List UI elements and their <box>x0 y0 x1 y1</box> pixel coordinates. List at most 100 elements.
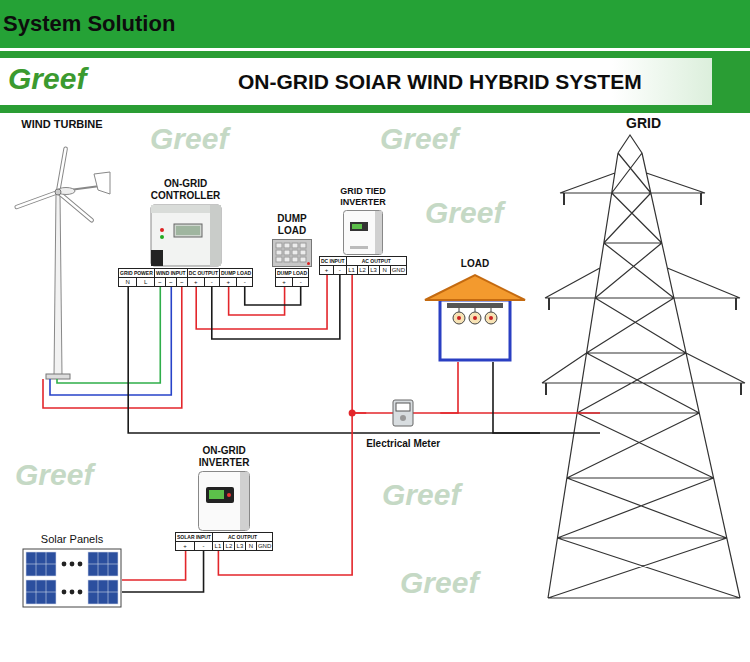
wire <box>128 287 540 433</box>
controller-drawing <box>210 205 221 266</box>
wind-turbine: WIND TURBINE <box>12 118 112 412</box>
terminal-label: - <box>205 278 219 286</box>
transmission-tower <box>540 432 600 434</box>
wind-turbine-drawing <box>17 149 92 221</box>
load-house <box>485 312 497 324</box>
watermark: Greef <box>15 458 93 492</box>
solar-panel-array <box>23 549 121 607</box>
component-label: WIND TURBINE <box>12 118 112 131</box>
component-label: GRID TIED INVERTER <box>327 186 399 208</box>
wind-turbine-drawing <box>43 379 112 408</box>
terminal-heading: DUMP LOAD <box>276 269 308 278</box>
dump-load-drawing <box>284 257 290 262</box>
wind-turbine-drawing <box>12 132 112 412</box>
controller-drawing <box>160 235 164 239</box>
wind-turbine-drawing <box>57 379 112 383</box>
meter-drawing <box>396 403 410 411</box>
transmission-tower <box>540 133 747 603</box>
solar-panels: Solar Panels <box>22 533 122 608</box>
dump-load-drawing <box>272 239 312 267</box>
load-house <box>423 272 527 362</box>
load-house <box>453 312 465 324</box>
dump-load-drawing <box>292 250 298 255</box>
load-house <box>440 300 510 360</box>
load-house <box>491 308 492 312</box>
load-house <box>457 316 461 320</box>
dump-load-drawing <box>292 257 298 262</box>
electrical-meter: Electrical Meter <box>366 398 440 450</box>
terminal-heading: DC INPUT <box>320 257 346 266</box>
dump-load-drawing <box>276 250 282 255</box>
inverter-drawing <box>350 246 368 249</box>
transmission-tower <box>542 135 745 598</box>
terminal-label: N <box>119 278 137 286</box>
component-label: GRID <box>540 115 747 132</box>
terminal-label: - <box>237 278 252 286</box>
inverter-drawing <box>343 210 382 254</box>
terminal-label: - <box>334 266 346 274</box>
controller-drawing <box>150 204 222 267</box>
terminal-group: SOLAR INPUT+- <box>176 533 213 550</box>
solar-panel-array <box>62 562 67 567</box>
terminal-label: L2 <box>224 542 235 550</box>
dump-load-drawing <box>284 243 290 248</box>
load-house <box>475 308 476 312</box>
terminal-row: +- <box>188 278 219 286</box>
inverter-drawing <box>352 224 362 229</box>
title-band <box>0 51 750 113</box>
grid-tied-inverter: GRID TIED INVERTER DC INPUT+-AC OUTPUTL1… <box>319 186 407 275</box>
watermark: Greef <box>380 122 458 156</box>
title-band <box>0 58 712 105</box>
terminal-group: AC OUTPUTL1L2L3NGND <box>347 257 406 274</box>
load-house: LOAD <box>423 258 527 362</box>
component-label: LOAD <box>461 258 489 270</box>
component-label: ON-GRID INVERTER <box>189 445 259 469</box>
inverter-drawing <box>350 222 368 231</box>
solar-panel-array <box>26 552 118 604</box>
controller-drawing <box>176 226 200 235</box>
wire <box>122 551 186 580</box>
dump-load-drawing <box>273 240 312 267</box>
terminal-label: + <box>276 278 293 286</box>
terminal-row: ~~~ <box>155 278 187 286</box>
terminal-heading: AC OUTPUT <box>347 257 406 266</box>
dump-load-drawing <box>276 257 282 262</box>
wind-turbine-drawing <box>55 189 61 195</box>
terminal-group: GRID POWERNL <box>119 269 155 286</box>
on-grid-inverter: ON-GRID INVERTER SOLAR INPUT+-AC OUTPUTL… <box>175 445 273 551</box>
dump-load-drawing <box>276 243 282 248</box>
terminal-label: N <box>380 266 391 274</box>
terminal-heading: DUMP LOAD <box>220 269 252 278</box>
load-house <box>453 308 497 324</box>
terminal-row: +- <box>176 542 212 550</box>
component-label: Solar Panels <box>41 533 103 546</box>
terminal-strip: DUMP LOAD+- <box>275 268 309 287</box>
wind-turbine-drawing <box>94 172 110 194</box>
inverter-drawing <box>199 472 250 531</box>
terminal-label: L <box>137 278 153 286</box>
terminal-strip: DC INPUT+-AC OUTPUTL1L2L3NGND <box>319 256 407 275</box>
inverter-drawing <box>206 487 234 503</box>
terminal-heading: WIND INPUT <box>155 269 187 278</box>
meter-drawing <box>393 400 413 426</box>
transmission-tower <box>540 412 600 414</box>
terminal-label: + <box>188 278 205 286</box>
inverter-drawing <box>343 210 383 255</box>
component-label: Electrical Meter <box>366 438 440 450</box>
terminal-label: + <box>320 266 334 274</box>
terminal-label: ~ <box>166 278 177 286</box>
wind-turbine-drawing <box>17 149 92 221</box>
terminal-row: NL <box>119 278 154 286</box>
junction-dot <box>349 410 356 417</box>
dump-load-drawing <box>300 250 306 255</box>
terminal-label: ~ <box>177 278 187 286</box>
terminal-label: - <box>293 278 308 286</box>
load-house <box>425 275 525 300</box>
terminal-group: DC OUTPUT+- <box>188 269 220 286</box>
terminal-heading: SOLAR INPUT <box>176 533 212 542</box>
logo: Greef <box>8 62 86 96</box>
dump-load-drawing <box>307 262 310 265</box>
wire <box>245 287 301 305</box>
meter-drawing <box>366 398 440 428</box>
